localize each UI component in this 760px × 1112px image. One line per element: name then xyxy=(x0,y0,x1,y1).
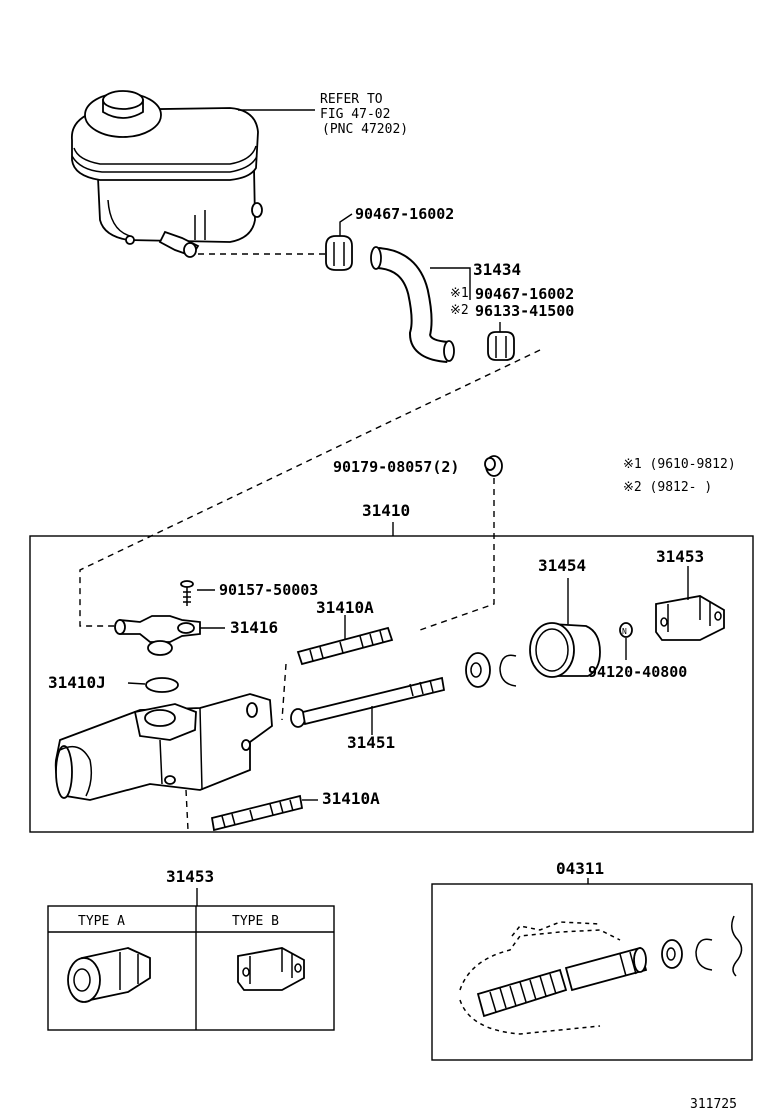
legend-note1: ※1 (9610-9812) xyxy=(623,457,736,472)
part-grommet: 31410J xyxy=(48,673,106,692)
part-clip-alt2: 96133-41500 xyxy=(475,302,574,320)
kit-parts xyxy=(459,915,743,1035)
stud-upper xyxy=(296,626,394,666)
bracket xyxy=(655,595,725,641)
hose-clip-lower xyxy=(487,331,515,361)
alt2-mark: ※2 xyxy=(450,303,469,318)
assembly-box xyxy=(29,535,754,833)
part-plug: 90179-08057(2) xyxy=(333,458,459,476)
brake-reservoir xyxy=(71,90,263,258)
bracket-type-b xyxy=(237,947,305,991)
part-stud-upper: 31410A xyxy=(316,598,374,617)
refer-to-line3: (PNC 47202) xyxy=(322,122,408,137)
part-clip-upper: 90467-16002 xyxy=(355,205,454,223)
bracket-types-title: 31453 xyxy=(166,867,214,886)
long-bolt xyxy=(290,676,446,728)
part-bolt: 31451 xyxy=(347,733,395,752)
bracket-type-a xyxy=(67,947,151,1003)
refer-to-line1: REFER TO xyxy=(320,92,383,107)
boot xyxy=(529,622,601,678)
snap-ring xyxy=(499,654,517,687)
part-nut: 94120-40800 xyxy=(588,663,687,681)
washer xyxy=(465,652,491,688)
hose-clip-upper xyxy=(325,235,353,271)
legend-note2: ※2 (9812- ) xyxy=(623,480,712,495)
stud-lower xyxy=(210,794,304,832)
nut: N xyxy=(619,622,633,638)
part-stud-lower: 31410A xyxy=(322,789,380,808)
reservoir-hose xyxy=(370,246,455,363)
kit-box xyxy=(431,883,753,1061)
part-assembly: 31410 xyxy=(362,501,410,520)
part-union: 31416 xyxy=(230,618,278,637)
part-boot: 31454 xyxy=(538,556,586,575)
part-clip-alt1: 90467-16002 xyxy=(475,285,574,303)
plug xyxy=(484,455,503,477)
master-cylinder-body xyxy=(54,693,273,801)
alt1-mark: ※1 xyxy=(450,286,469,301)
refer-to-line2: FIG 47-02 xyxy=(320,107,390,122)
part-screw: 90157-50003 xyxy=(219,581,318,599)
bracket-types-table xyxy=(47,905,335,1031)
type-b-label: TYPE B xyxy=(232,914,279,929)
part-hose: 31434 xyxy=(473,260,521,279)
union xyxy=(114,615,201,656)
grommet xyxy=(145,677,179,693)
svg-text:N: N xyxy=(622,627,627,636)
type-a-label: TYPE A xyxy=(78,914,125,929)
part-bracket: 31453 xyxy=(656,547,704,566)
screw xyxy=(180,580,194,606)
figure-number: 311725 xyxy=(690,1097,737,1112)
kit-title: 04311 xyxy=(556,859,604,878)
